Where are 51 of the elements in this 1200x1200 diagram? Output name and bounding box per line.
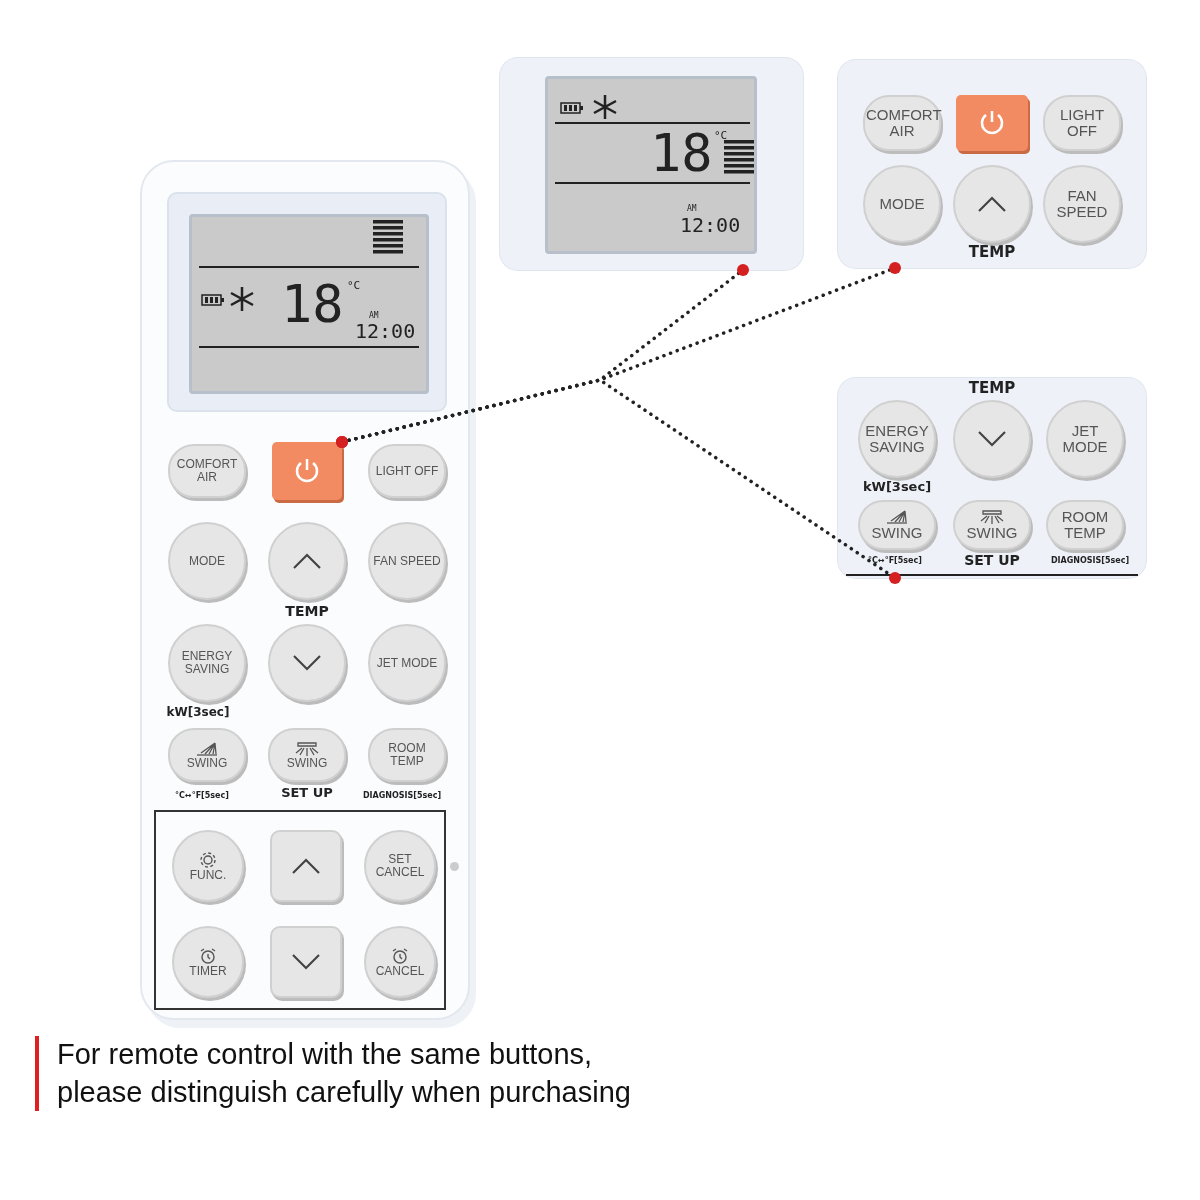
remote-button: SWING [268, 728, 346, 782]
button-closeup-panel [838, 60, 1146, 268]
remote-button: LIGHT OFF [368, 444, 446, 498]
printed-label: TEMP [967, 244, 1017, 261]
unit-label: °C [347, 280, 362, 291]
printed-label: kW[3sec] [165, 706, 231, 720]
power-button [956, 95, 1028, 151]
printed-label: DIAGNOSIS[5sec] [1049, 557, 1131, 566]
remote-button: ROOM TEMP [1046, 500, 1124, 550]
remote-button: TIMER [172, 926, 244, 998]
printed-label: °C↔°F[5sec] [867, 557, 923, 566]
remote-button: CANCEL [364, 926, 436, 998]
remote-button: JET MODE [368, 624, 446, 702]
printed-label: TEMP [284, 604, 330, 620]
lcd-digits: 12:00 [680, 215, 742, 235]
printed-label: °C↔°F[5sec] [174, 792, 230, 801]
printed-label: SET UP [280, 786, 334, 801]
button-closeup-panel [838, 378, 1146, 578]
remote-button: COMFORT AIR [168, 444, 246, 498]
remote-button: SET CANCEL [364, 830, 436, 902]
remote-button: ROOM TEMP [368, 728, 446, 782]
remote-button: FAN SPEED [1043, 165, 1121, 243]
printed-label: SET UP [963, 553, 1021, 569]
leader-line [336, 378, 901, 584]
lcd-digits: 18 [650, 127, 714, 179]
arrow-button [270, 830, 342, 902]
arrow-button [270, 926, 342, 998]
lcd-label: AM [687, 205, 698, 213]
lcd-digits: 12:00 [355, 321, 417, 341]
remote-button: SWING [858, 500, 936, 550]
display-closeup-panel [500, 58, 803, 270]
remote-button: SWING [168, 728, 246, 782]
remote-button: COMFORT AIR [863, 95, 941, 151]
printed-label: DIAGNOSIS[5sec] [361, 792, 443, 801]
remote-button: MODE [863, 165, 941, 243]
remote-button: ENERGY SAVING [168, 624, 246, 702]
remote-button: SWING [953, 500, 1031, 550]
remote-button: MODE [168, 522, 246, 600]
printed-label: TEMP [967, 380, 1017, 397]
caption: For remote control with the same buttons, please distinguish carefully when purchasing [35, 1036, 655, 1112]
display-bezel [167, 192, 447, 412]
printed-label: kW[3sec] [861, 480, 933, 495]
lcd-label: AM [369, 312, 380, 320]
unit-label: °C [714, 130, 729, 141]
power-button [272, 442, 342, 500]
lcd-digits: 18 [281, 278, 345, 330]
remote-button: FAN SPEED [368, 522, 446, 600]
remote-button: JET MODE [1046, 400, 1124, 478]
remote-button: ENERGY SAVING [858, 400, 936, 478]
remote-button: FUNC. [172, 830, 244, 902]
remote-button: LIGHT OFF [1043, 95, 1121, 151]
